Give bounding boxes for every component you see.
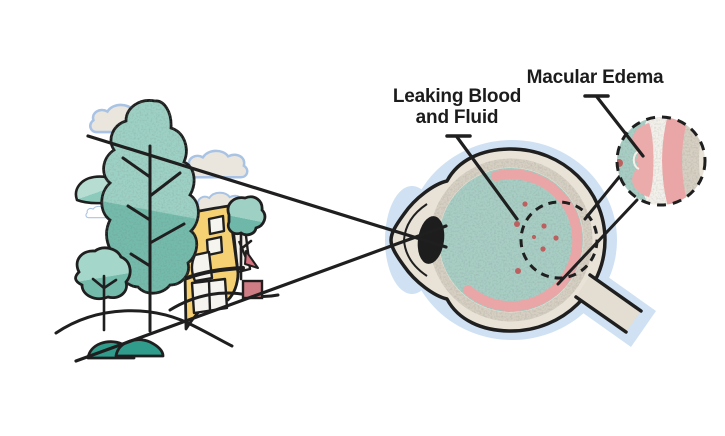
tree-large-trunk bbox=[121, 144, 186, 333]
label-leaking-blood-line2: and Fluid bbox=[415, 107, 499, 129]
swollen-macula-bump bbox=[632, 123, 654, 197]
inset-blood-dot bbox=[617, 159, 623, 167]
macular-label-pointer bbox=[595, 95, 645, 158]
vision-scene bbox=[54, 99, 280, 360]
tree-small-left bbox=[74, 246, 132, 332]
eye-cross-section bbox=[385, 140, 656, 347]
leaking-blood-dots bbox=[514, 201, 559, 274]
optic-nerve bbox=[574, 273, 643, 334]
inset-retina-band bbox=[662, 117, 705, 205]
inset-speckle-band bbox=[681, 117, 705, 205]
magnified-macula-view bbox=[615, 115, 707, 207]
flag bbox=[237, 240, 259, 269]
magnifier-connector-lines bbox=[556, 174, 639, 286]
inset-dashed-border bbox=[615, 115, 707, 207]
label-macular-edema-text: Macular Edema bbox=[526, 67, 664, 88]
label-leaking-blood-line1: Leaking Blood bbox=[392, 86, 522, 107]
sight-lines bbox=[74, 134, 448, 363]
label-pointers bbox=[445, 94, 645, 221]
retina-band bbox=[463, 169, 583, 312]
label-leaking-blood: Leaking Blood and Fluid bbox=[393, 86, 521, 129]
macula-dashed-circle bbox=[519, 200, 599, 280]
leaking-label-pointer bbox=[455, 135, 519, 221]
label-macular-edema: Macular Edema bbox=[527, 67, 664, 88]
fovea-pit-highlight bbox=[632, 150, 640, 170]
tree-small-right bbox=[226, 195, 267, 281]
cloud-middle bbox=[185, 149, 249, 179]
